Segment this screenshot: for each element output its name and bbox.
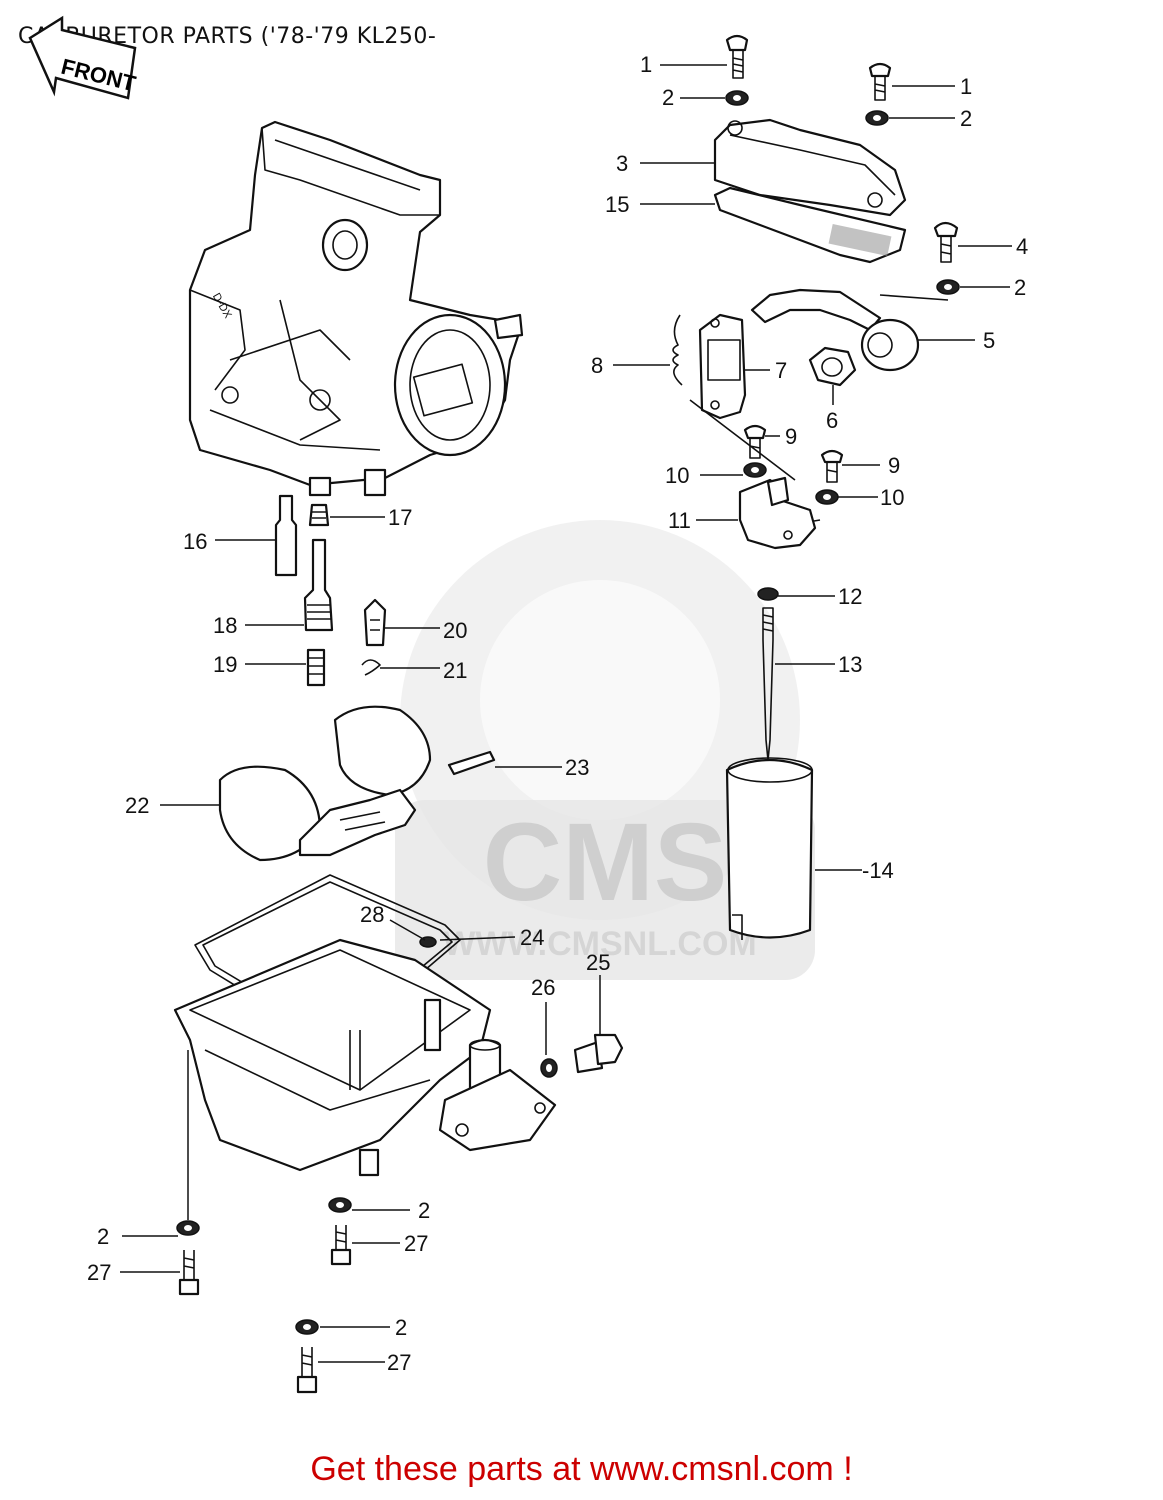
leader-lines xyxy=(120,64,1012,1363)
callout-8: 8 xyxy=(591,353,603,378)
float-bowl-assembly xyxy=(173,874,557,1177)
callout-16: 16 xyxy=(183,529,207,554)
callout-15: 15 xyxy=(605,192,629,217)
callout-10b: 10 xyxy=(880,485,904,510)
callout-7: 7 xyxy=(775,358,787,383)
cms-watermark: CMS WWW.CMSNL.COM xyxy=(395,520,815,980)
callout-9b: 9 xyxy=(888,453,900,478)
callout-22: 22 xyxy=(125,793,149,818)
callout-20: 20 xyxy=(443,618,467,643)
throttle-linkage xyxy=(672,288,949,531)
callout-12: 12 xyxy=(838,584,862,609)
watermark-brand: CMS xyxy=(483,801,727,924)
callout-1a: 1 xyxy=(640,52,652,77)
callout-18: 18 xyxy=(213,613,237,638)
callout-2f: 2 xyxy=(395,1315,407,1340)
callout-17: 17 xyxy=(388,505,412,530)
drain-screw-washer xyxy=(540,1033,624,1078)
callout-25: 25 xyxy=(586,950,610,975)
bowl-screws xyxy=(176,1197,352,1394)
callout-27a: 27 xyxy=(87,1260,111,1285)
callout-2b: 2 xyxy=(960,106,972,131)
callout-21: 21 xyxy=(443,658,467,683)
footer-promo[interactable]: Get these parts at www.cmsnl.com ! xyxy=(0,1450,1163,1489)
jet-needle-and-slide xyxy=(725,587,814,940)
callout-10a: 10 xyxy=(665,463,689,488)
front-arrow-icon: FRONT xyxy=(28,15,139,100)
carburetor-body: D-DX xyxy=(188,120,524,497)
callout-2d: 2 xyxy=(97,1224,109,1249)
callout-5: 5 xyxy=(983,328,995,353)
screw-4-washer xyxy=(933,221,960,295)
callout-26: 26 xyxy=(531,975,555,1000)
top-cover-assembly xyxy=(713,34,907,264)
footer-link-text[interactable]: Get these parts at www.cmsnl.com ! xyxy=(310,1450,853,1488)
watermark-url: WWW.CMSNL.COM xyxy=(443,925,757,963)
callout-9a: 9 xyxy=(785,424,797,449)
callout-14: -14 xyxy=(862,858,894,883)
callout-13: 13 xyxy=(838,652,862,677)
callout-4: 4 xyxy=(1016,234,1028,259)
callout-2a: 2 xyxy=(662,85,674,110)
callout-numbers: 1 2 1 2 3 15 4 2 5 8 7 6 9 10 9 10 11 12… xyxy=(87,52,1028,1375)
callout-23: 23 xyxy=(565,755,589,780)
callout-2c: 2 xyxy=(1014,275,1026,300)
callout-28: 28 xyxy=(360,902,384,927)
callout-6: 6 xyxy=(826,408,838,433)
cable-bracket-assembly xyxy=(738,424,844,550)
callout-1b: 1 xyxy=(960,74,972,99)
callout-24: 24 xyxy=(520,925,544,950)
callout-3: 3 xyxy=(616,151,628,176)
callout-19: 19 xyxy=(213,652,237,677)
callout-27c: 27 xyxy=(387,1350,411,1375)
callout-11: 11 xyxy=(668,508,691,533)
float-assembly xyxy=(218,705,496,862)
callout-27b: 27 xyxy=(404,1231,428,1256)
jets-and-float-valve xyxy=(274,494,387,687)
callout-2e: 2 xyxy=(418,1198,430,1223)
